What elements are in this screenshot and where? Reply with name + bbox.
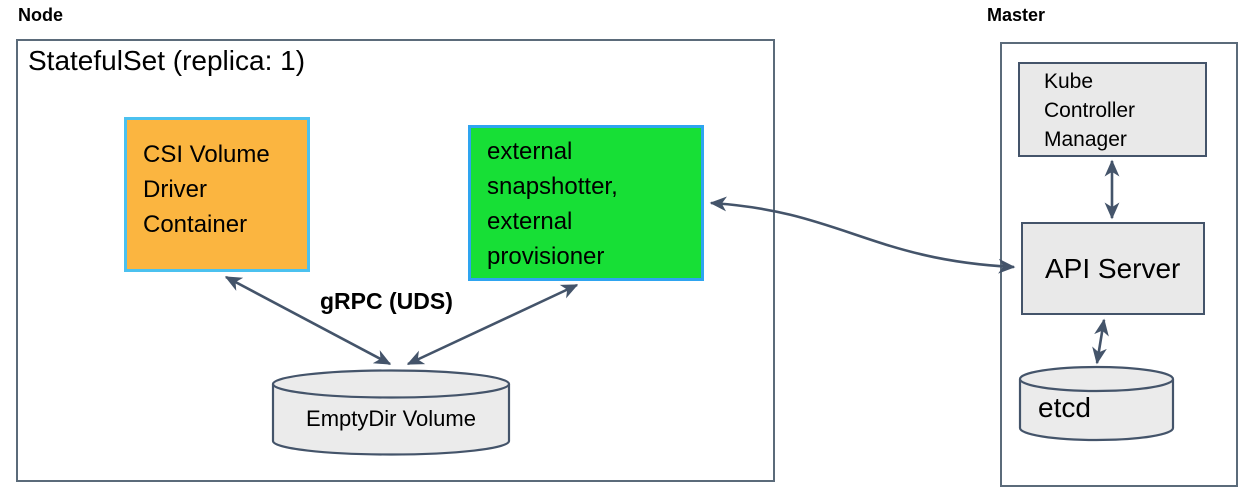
grpc-uds-label: gRPC (UDS): [320, 288, 453, 314]
statefulset-title: StatefulSet (replica: 1): [28, 45, 306, 76]
emptydir-volume-label: EmptyDir Volume: [306, 406, 476, 431]
node-section-label: Node: [18, 5, 63, 25]
master-section-label: Master: [987, 5, 1046, 25]
csi-volume-driver-container-box: CSI Volume Driver Container: [124, 117, 310, 272]
api-server-box: API Server: [1021, 222, 1205, 315]
kube-controller-manager-box: Kube Controller Manager: [1018, 62, 1207, 157]
etcd-label: etcd: [1038, 392, 1091, 423]
external-snapshotter-provisioner-box: external snapshotter, external provision…: [468, 125, 704, 281]
statefulset-group-box: StatefulSet (replica: 1): [16, 39, 775, 482]
